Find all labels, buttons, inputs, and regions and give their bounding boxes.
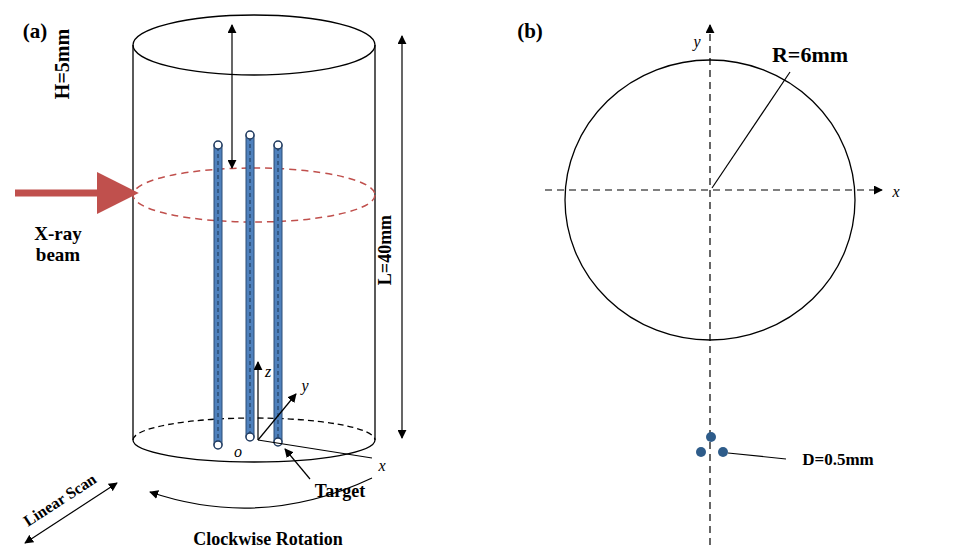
- axis-label: x: [892, 183, 899, 201]
- height-dimension: [231, 25, 232, 168]
- diameter-label: D=0.5mm: [802, 451, 874, 470]
- rotation-label: Clockwise Rotation: [193, 530, 343, 550]
- axis-label: y: [301, 377, 308, 395]
- axes-a: [258, 362, 372, 458]
- cross-section: [545, 25, 882, 545]
- rotation-arrow: [150, 478, 372, 508]
- xray-arrow: [15, 190, 122, 197]
- target-pointer: [285, 449, 310, 479]
- dimension-label: L=40mm: [376, 215, 396, 285]
- axis-label: x: [378, 457, 385, 475]
- target-rods: [214, 131, 282, 449]
- origin-label: o: [234, 443, 242, 461]
- panel-label: (a): [23, 20, 48, 43]
- length-dimension: [401, 36, 402, 438]
- target-label: Target: [315, 482, 365, 502]
- dimension-label: H=5mm: [51, 29, 73, 99]
- cylinder: [133, 15, 375, 462]
- panel-label: (b): [517, 20, 543, 43]
- axis-label: z: [265, 363, 271, 381]
- radius-label: R=6mm: [772, 43, 848, 67]
- scan-label: Linear Scan: [20, 470, 99, 530]
- beam-label: X-ray beam: [27, 224, 89, 266]
- axis-label: y: [693, 33, 700, 51]
